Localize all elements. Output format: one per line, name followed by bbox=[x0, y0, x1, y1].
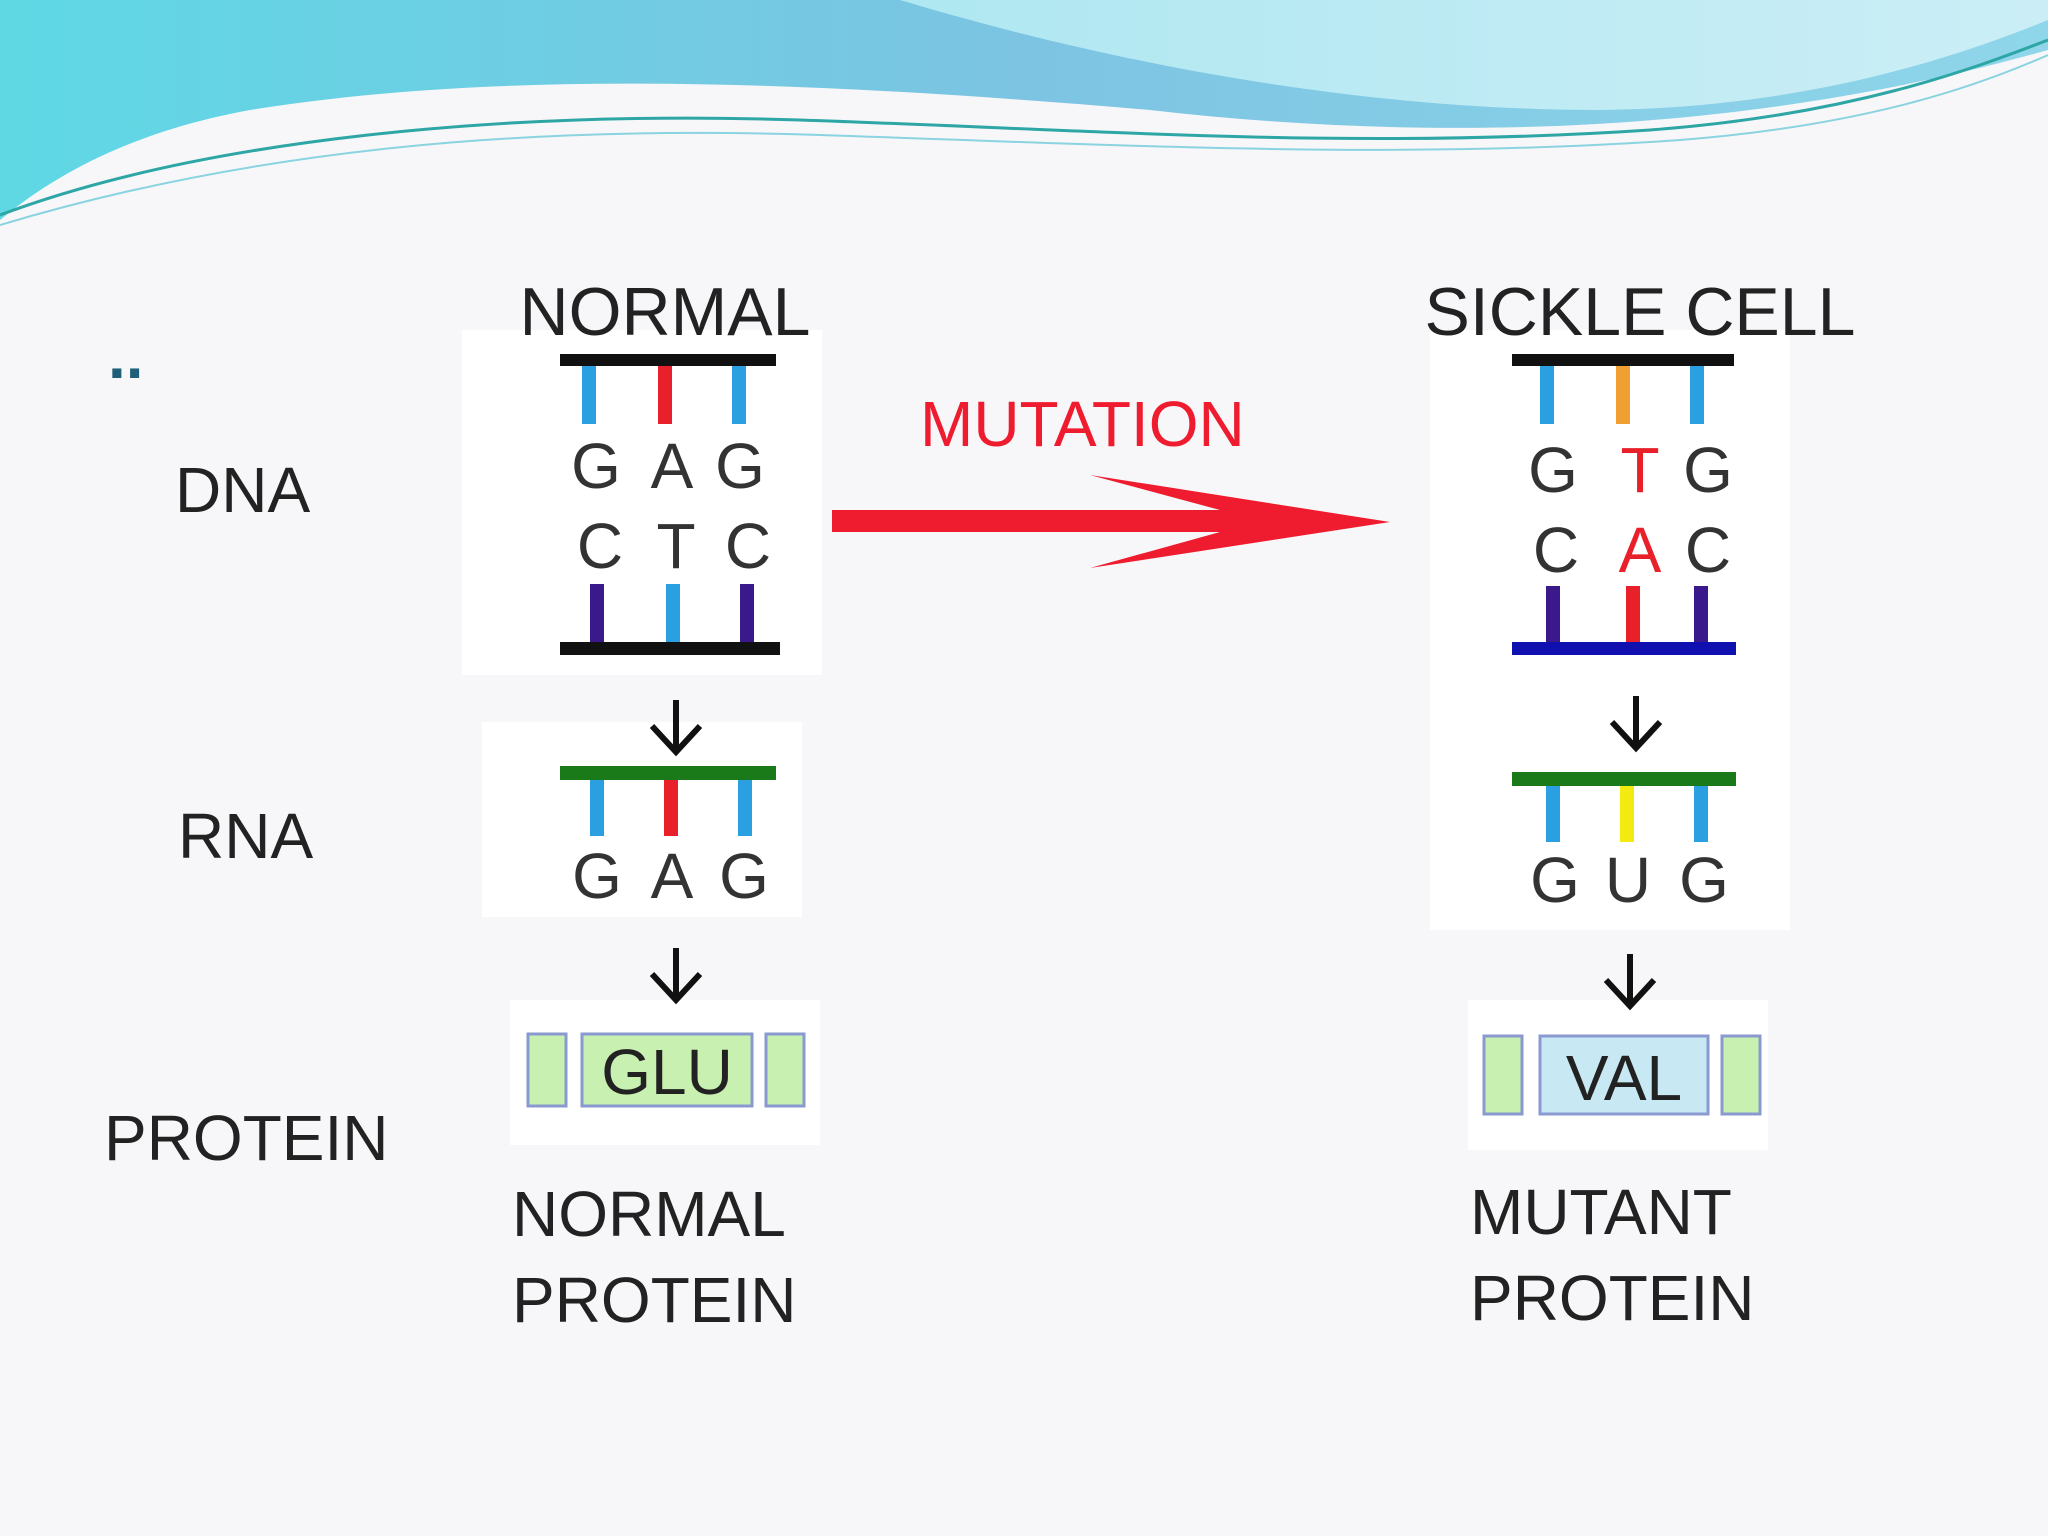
sickle-base-stick bbox=[1540, 366, 1554, 424]
normal-rna-base: G bbox=[719, 840, 769, 912]
sickle-base-stick bbox=[1616, 366, 1630, 424]
header-wave bbox=[0, 0, 2048, 226]
sickle-dna-bottom-base-mutated: A bbox=[1619, 514, 1662, 586]
sickle-base-stick bbox=[1694, 586, 1708, 642]
normal-column: NORMAL G A G C T C G A G bbox=[462, 274, 822, 1336]
normal-dna-bottom-base: T bbox=[656, 510, 695, 582]
normal-title: NORMAL bbox=[520, 274, 811, 350]
normal-protein-label: GLU bbox=[601, 1036, 733, 1108]
normal-base-stick bbox=[732, 366, 746, 424]
bullet-marker: .. bbox=[108, 320, 144, 392]
sickle-dna-bottom-strand bbox=[1512, 642, 1736, 655]
sickle-caption-line1: MUTANT bbox=[1470, 1176, 1732, 1248]
sickle-column: SICKLE CELL G T G C A C G U G bbox=[1425, 274, 1856, 1334]
normal-protein-flank bbox=[764, 1032, 806, 1108]
sickle-caption-line2: PROTEIN bbox=[1470, 1262, 1754, 1334]
arrow-down-icon bbox=[1603, 954, 1657, 1011]
normal-dna-top-strand bbox=[560, 354, 776, 366]
normal-base-stick bbox=[740, 584, 754, 642]
normal-dna-bottom-base: C bbox=[577, 510, 623, 582]
sickle-dna-bottom-base: C bbox=[1533, 514, 1579, 586]
sickle-rna-base: G bbox=[1530, 844, 1580, 916]
sickle-protein-flank bbox=[1720, 1034, 1762, 1116]
normal-caption-line1: NORMAL bbox=[512, 1178, 786, 1250]
normal-base-stick bbox=[590, 584, 604, 642]
normal-rna-strand bbox=[560, 766, 776, 780]
normal-rna-base: A bbox=[651, 840, 694, 912]
normal-base-stick bbox=[658, 366, 672, 424]
normal-base-stick bbox=[666, 584, 680, 642]
normal-protein-box bbox=[580, 1032, 754, 1108]
sickle-base-stick bbox=[1546, 586, 1560, 642]
sickle-protein-label: VAL bbox=[1566, 1042, 1682, 1114]
sickle-rna-strand bbox=[1512, 772, 1736, 786]
sickle-base-stick bbox=[1626, 586, 1640, 642]
sickle-protein-box bbox=[1538, 1034, 1710, 1116]
dna-label: DNA bbox=[175, 454, 310, 526]
sickle-title: SICKLE CELL bbox=[1425, 274, 1856, 350]
sickle-dna-top-base: G bbox=[1528, 434, 1578, 506]
sickle-rna-base-mutated: U bbox=[1605, 844, 1651, 916]
normal-base-stick bbox=[582, 366, 596, 424]
normal-dna-top-base: G bbox=[715, 430, 765, 502]
sickle-rna-stick bbox=[1546, 786, 1560, 842]
normal-dna-top-base: A bbox=[651, 430, 694, 502]
normal-dna-bottom-base: C bbox=[725, 510, 771, 582]
sickle-dna-top-base-mutated: T bbox=[1620, 434, 1659, 506]
mutation-label: MUTATION bbox=[920, 388, 1245, 460]
mutation-arrow: MUTATION bbox=[832, 388, 1390, 568]
normal-protein-flank bbox=[526, 1032, 568, 1108]
sickle-rna-base: G bbox=[1679, 844, 1729, 916]
sickle-dna-top-base: G bbox=[1683, 434, 1733, 506]
sickle-dna-top-strand bbox=[1512, 354, 1734, 366]
normal-rna-stick bbox=[738, 780, 752, 836]
sickle-rna-stick bbox=[1694, 786, 1708, 842]
normal-rna-stick bbox=[664, 780, 678, 836]
protein-label: PROTEIN bbox=[104, 1102, 388, 1174]
arrow-down-icon bbox=[1609, 696, 1663, 753]
sickle-protein-flank bbox=[1482, 1034, 1524, 1116]
sickle-base-stick bbox=[1690, 366, 1704, 424]
sickle-dna-bottom-base: C bbox=[1685, 514, 1731, 586]
normal-rna-base: G bbox=[572, 840, 622, 912]
rna-label: RNA bbox=[178, 800, 313, 872]
sickle-rna-stick bbox=[1620, 786, 1634, 842]
arrow-down-icon bbox=[649, 700, 703, 757]
normal-rna-stick bbox=[590, 780, 604, 836]
normal-dna-top-base: G bbox=[571, 430, 621, 502]
right-arrow-icon bbox=[832, 475, 1390, 568]
arrow-down-icon bbox=[649, 948, 703, 1005]
normal-caption-line2: PROTEIN bbox=[512, 1264, 796, 1336]
normal-dna-bottom-strand bbox=[560, 642, 780, 655]
